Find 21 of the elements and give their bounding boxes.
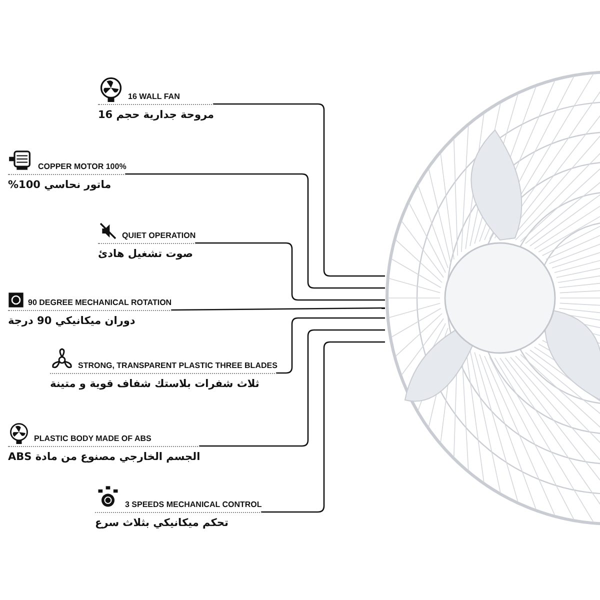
leader-line	[195, 242, 385, 301]
feature-title: 16 WALL FAN	[128, 92, 180, 102]
feature-title: 90 DEGREE MECHANICAL ROTATION	[28, 298, 172, 308]
feature-title: STRONG, TRANSPARENT PLASTIC THREE BLADES	[78, 361, 278, 371]
leader-line	[261, 341, 385, 513]
feature-caption: تحكم ميكانيكي بثلاث سرع	[95, 517, 228, 529]
feature-caption: دوران ميكانيكي 90 درجة	[8, 315, 136, 327]
feature-title: 3 SPEEDS MECHANICAL CONTROL	[125, 500, 262, 510]
leader-line	[276, 317, 385, 374]
feature-caption: الجسم الخارجي مصنوع من مادة ABS	[8, 451, 200, 463]
feature-title: PLASTIC BODY MADE OF ABS	[34, 434, 152, 444]
leader-line	[125, 173, 385, 289]
feature-title: COPPER MOTOR 100%	[38, 162, 126, 172]
feature-caption: صوت تشغيل هادئ	[98, 248, 194, 260]
leader-line	[213, 103, 385, 277]
leader-line	[199, 329, 385, 447]
feature-caption: مروحة جدارية حجم 16	[98, 109, 214, 121]
feature-caption: ثلاث شفرات بلاستك شفاف قوية و متينة	[50, 378, 260, 390]
leader-line	[171, 307, 385, 311]
feature-caption: ماتور نحاسي 100%	[8, 179, 112, 191]
feature-title: QUIET OPERATION	[122, 231, 196, 241]
